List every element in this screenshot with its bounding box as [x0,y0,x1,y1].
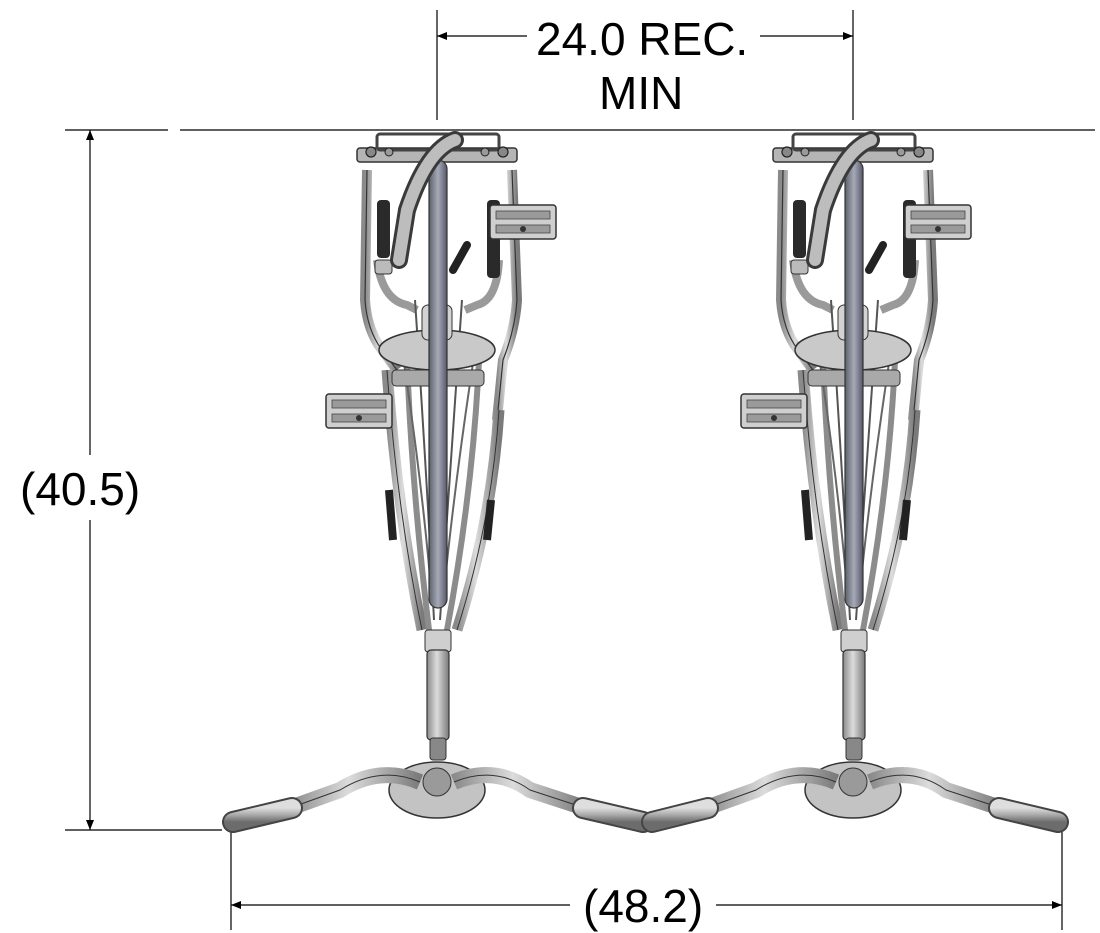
spacing-dimension-label: 24.0 REC. [530,16,755,62]
left-pedal [740,393,808,429]
dimension-lines [65,10,1095,930]
left-pedal [325,393,393,429]
left-bike [222,134,654,833]
right-pedal [904,204,972,240]
right-handlebar [641,761,1069,833]
left-handlebar [222,761,654,833]
height-dimension-label: (40.5) [20,462,141,516]
right-pedal [489,204,557,240]
width-dimension-label: (48.2) [577,883,710,929]
right-bike [641,134,1069,833]
spacing-dimension-sublabel: MIN [599,67,684,119]
